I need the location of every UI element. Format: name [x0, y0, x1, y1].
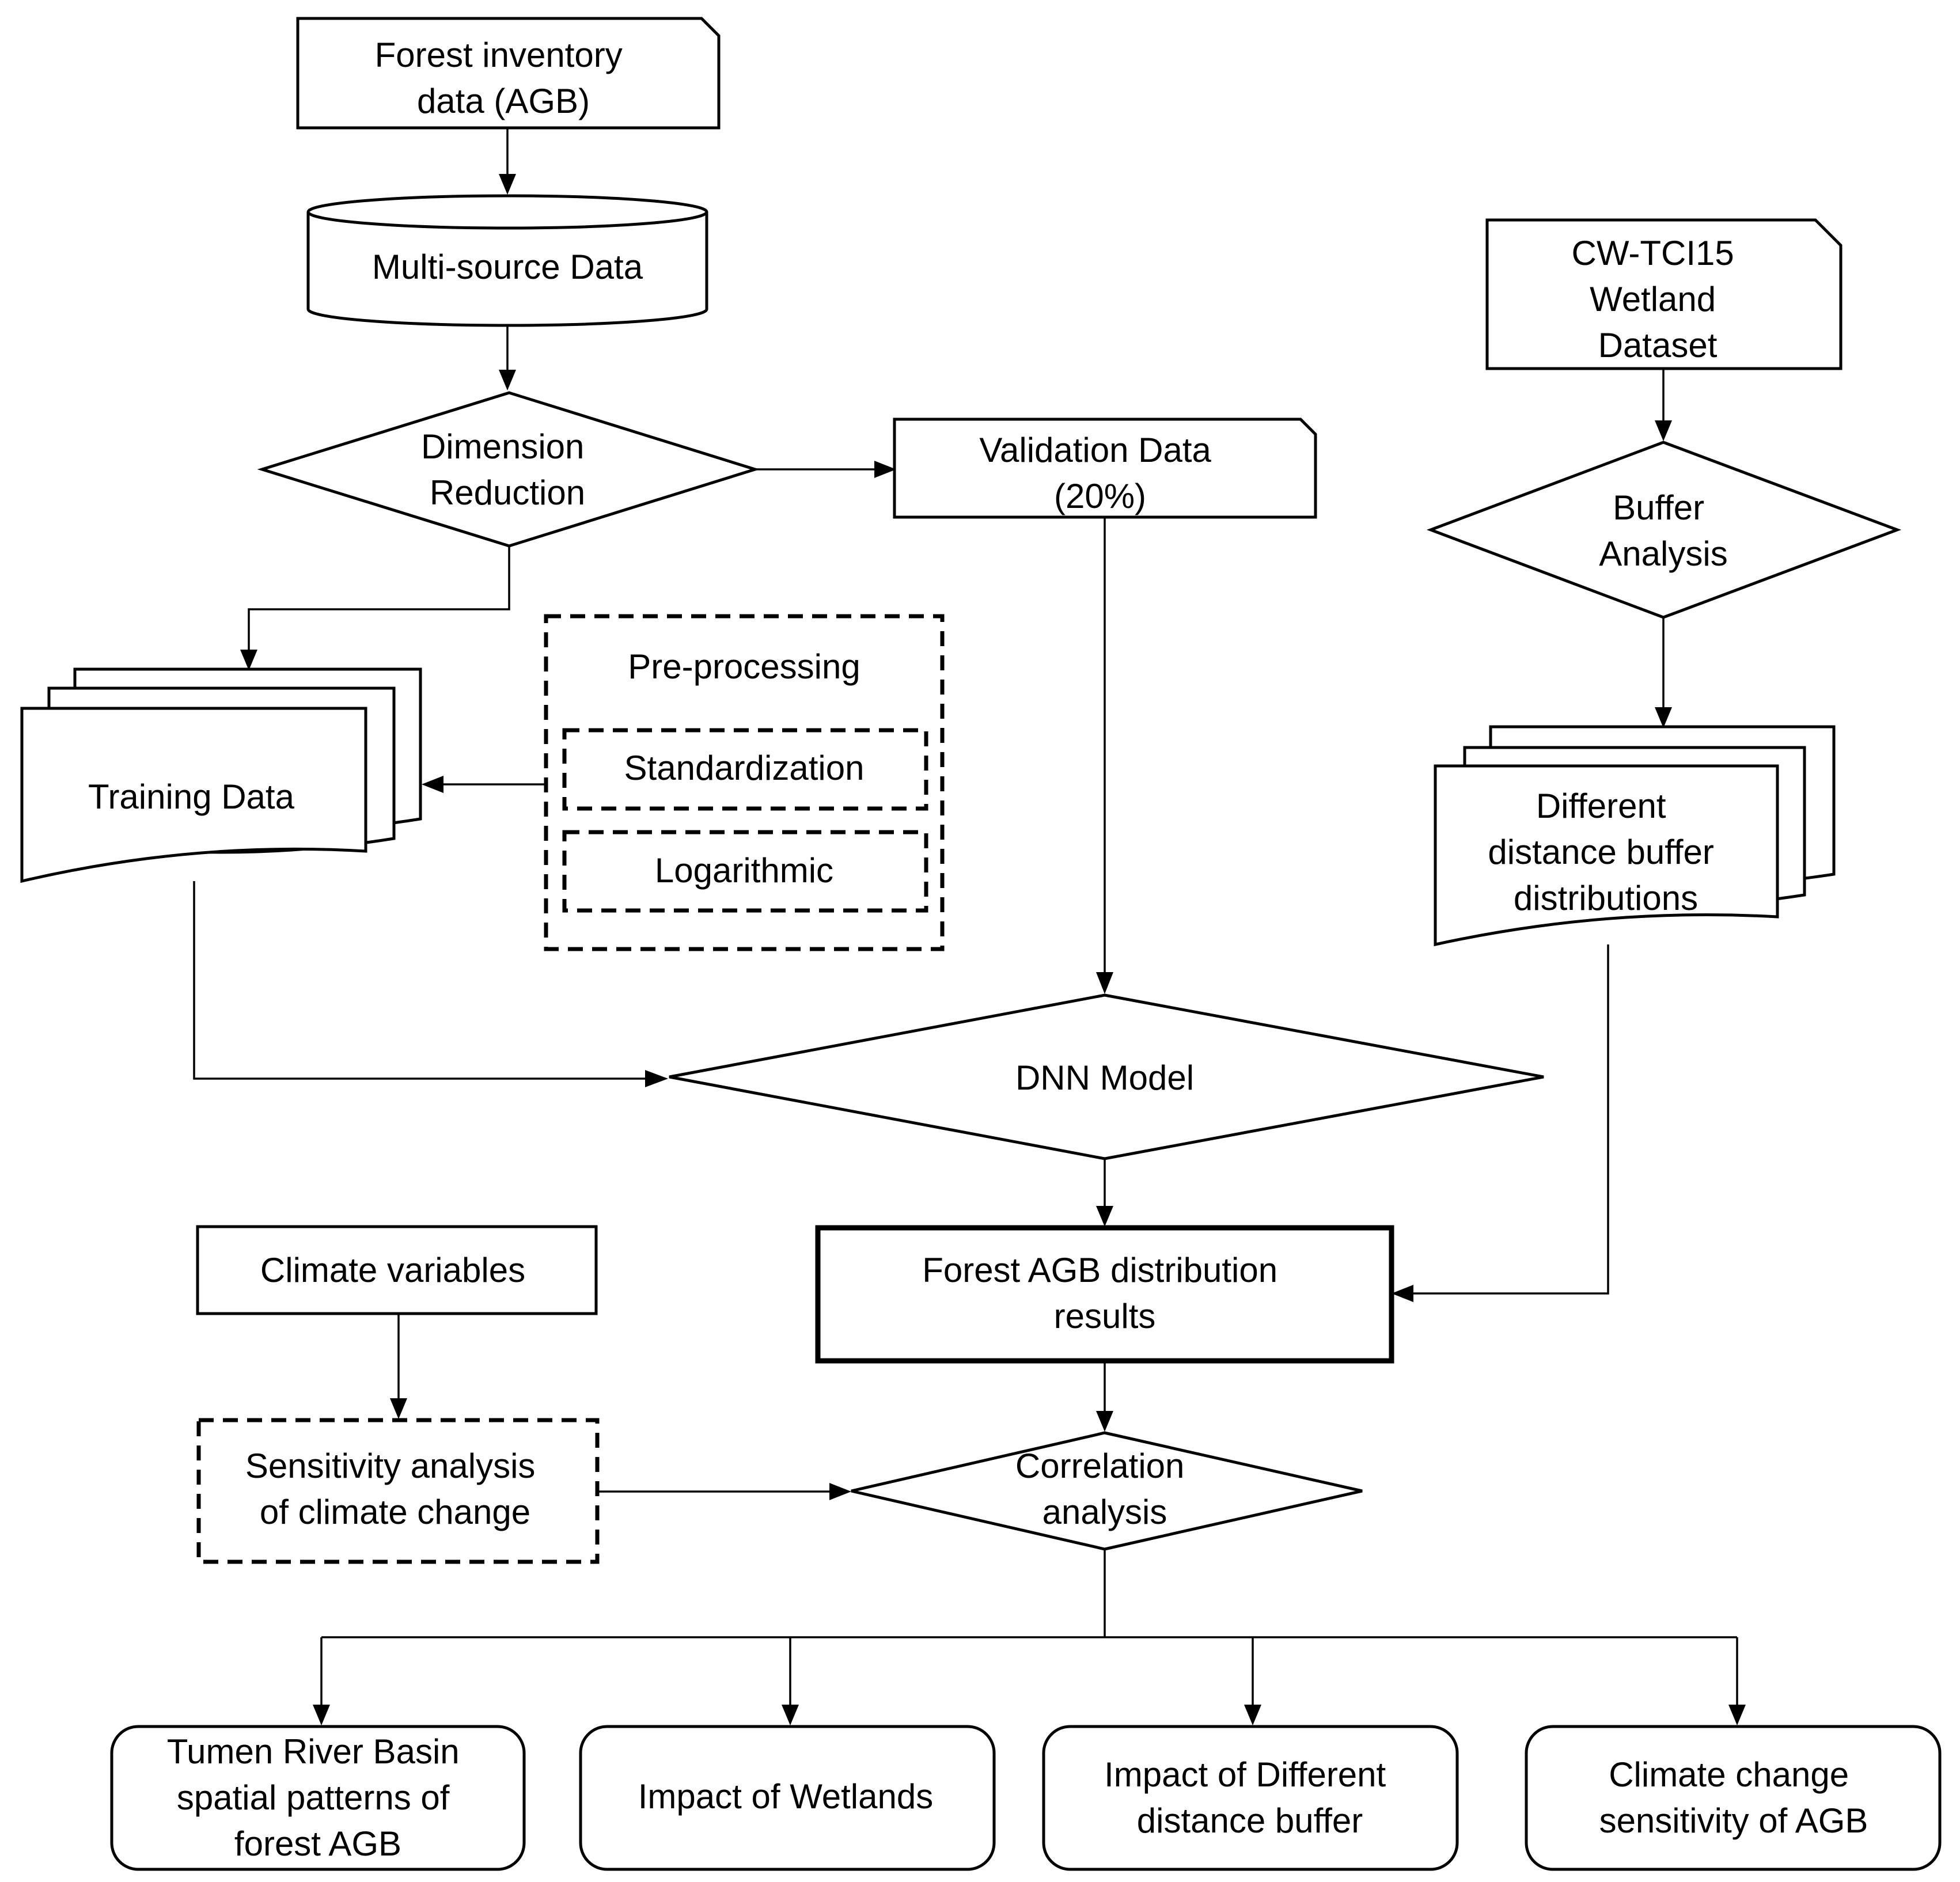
cw-tci15-node: CW-TCI15 Wetland Dataset [1485, 218, 1843, 370]
arrow-dimension-to-training [240, 546, 510, 670]
output-tumen-river-node: Tumen River Basin spatial patterns of fo… [110, 1725, 526, 1871]
validation-data-label: Validation Data (20%) [979, 431, 1220, 515]
correlation-analysis-label: Correlation analysis [1015, 1447, 1194, 1531]
arrow-validation-to-dnn [1096, 517, 1113, 994]
connectors [193, 128, 1746, 1725]
preprocessing-group: Pre-processing Standardization Logarithm… [544, 614, 945, 951]
dnn-model-label: DNN Model [1015, 1058, 1194, 1097]
dnn-model-node: DNN Model [669, 993, 1544, 1160]
forest-inventory-label: Forest inventory data (AGB) [375, 36, 632, 120]
output-wetlands-node: Impact of Wetlands [579, 1725, 996, 1871]
logarithmic-label: Logarithmic [655, 851, 833, 890]
buffer-analysis-node: Buffer Analysis [1426, 441, 1902, 619]
arrow-preprocessing-to-training [422, 776, 546, 793]
sensitivity-analysis-node: Sensitivity analysis of climate change [196, 1418, 600, 1564]
climate-variables-label: Climate variables [260, 1251, 525, 1289]
distance-buffer-distributions-label: Different distance buffer distributions [1488, 787, 1723, 917]
preprocessing-label: Pre-processing [628, 647, 860, 686]
standardization-label: Standardization [624, 749, 865, 787]
dimension-reduction-label: Dimension Reduction [421, 427, 594, 512]
multi-source-data-label: Multi-source Data [372, 248, 643, 286]
arrow-multisource-to-dimension [499, 327, 516, 390]
output-distance-buffer-node: Impact of Different distance buffer [1042, 1725, 1459, 1871]
output-climate-sensitivity-label: Climate change sensitivity of AGB [1599, 1755, 1868, 1840]
arrow-cwtci-to-buffer [1655, 369, 1672, 441]
correlation-analysis-node: Correlation analysis [851, 1431, 1363, 1551]
forest-agb-results-node: Forest AGB distribution results [815, 1225, 1394, 1364]
sensitivity-analysis-label: Sensitivity analysis of climate change [245, 1447, 545, 1531]
climate-variables-node: Climate variables [196, 1225, 598, 1315]
arrow-sensitivity-to-correlation [599, 1483, 851, 1500]
training-data-label: Training Data [88, 777, 295, 816]
validation-data-node: Validation Data (20%) [893, 418, 1317, 519]
output-wetlands-label: Impact of Wetlands [638, 1777, 933, 1816]
logarithmic-node: Logarithmic [562, 830, 928, 913]
output-tumen-river-label: Tumen River Basin spatial patterns of fo… [167, 1732, 469, 1863]
forest-agb-results-label: Forest AGB distribution results [922, 1251, 1287, 1335]
dimension-reduction-node: Dimension Reduction [257, 391, 760, 548]
arrow-buffer-to-distribution [1655, 617, 1672, 728]
standardization-node: Standardization [562, 728, 928, 811]
arrow-results-to-correlation [1096, 1361, 1113, 1432]
arrow-dimension-to-validation [755, 461, 896, 478]
training-data-node: Training Data [20, 667, 422, 883]
output-climate-sensitivity-node: Climate change sensitivity of AGB [1525, 1725, 1942, 1871]
forest-inventory-node: Forest inventory data (AGB) [296, 17, 721, 130]
distance-buffer-distributions-node: Different distance buffer distributions [1434, 725, 1836, 947]
arrow-distribution-to-results [1392, 944, 1609, 1302]
arrow-dnn-to-results [1096, 1159, 1113, 1227]
multi-source-data-node: Multi-source Data [306, 194, 708, 327]
arrow-climate-to-sensitivity [390, 1314, 407, 1419]
correlation-outputs-branch [313, 1549, 1746, 1725]
cw-tci15-label: CW-TCI15 Wetland Dataset [1572, 234, 1744, 365]
arrow-training-to-dnn [193, 881, 668, 1087]
buffer-analysis-label: Buffer Analysis [1599, 488, 1727, 573]
output-distance-buffer-label: Impact of Different distance buffer [1104, 1755, 1396, 1840]
arrow-forest-to-multisource [499, 128, 516, 195]
